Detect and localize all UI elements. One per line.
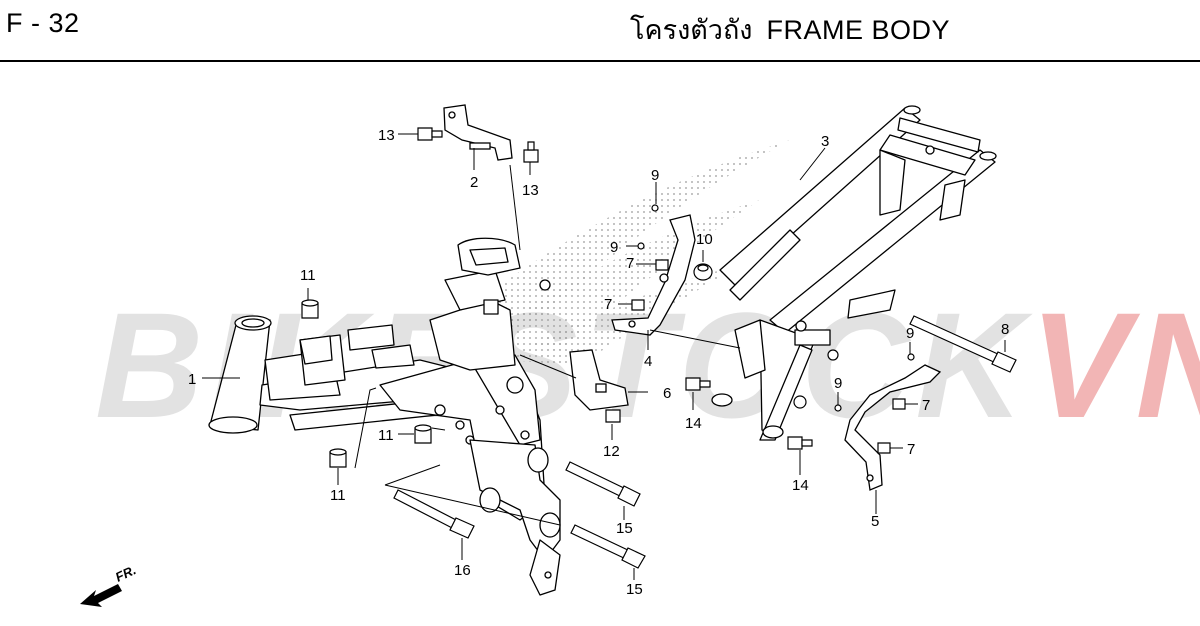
callout-part-12: 12	[603, 443, 620, 460]
callout-part-13a: 13	[378, 127, 395, 144]
callout-part-9b: 9	[610, 239, 618, 256]
callout-part-7d: 7	[907, 441, 915, 458]
callout-part-2: 2	[470, 174, 478, 191]
callout-part-9a: 9	[651, 167, 659, 184]
callout-part-14b: 14	[792, 477, 809, 494]
front-direction-indicator: FR.	[80, 562, 138, 607]
main-frame-drawing	[208, 237, 561, 596]
small-fasteners-drawing	[301, 127, 915, 468]
title-english: FRAME BODY	[766, 15, 951, 45]
callout-part-7b: 7	[604, 296, 612, 313]
callout-part-8: 8	[1001, 321, 1009, 338]
page-code: F - 32	[6, 8, 80, 38]
callout-part-9c: 9	[906, 325, 914, 342]
bracket-drawing	[443, 104, 513, 161]
callout-part-15a: 15	[616, 520, 633, 537]
cover-plate-drawing	[569, 349, 629, 411]
diagram-svg: 1 2 3 4 5 6 7 7 7 7 8 9 9 9 9 10 11 11 1…	[80, 104, 1017, 607]
callout-part-5: 5	[871, 513, 879, 530]
callout-part-6: 6	[663, 385, 671, 402]
callout-part-13b: 13	[522, 182, 539, 199]
callout-part-7c: 7	[922, 397, 930, 414]
callout-part-11c: 11	[330, 487, 346, 504]
long-bolts-drawing	[393, 315, 1017, 569]
callout-part-15b: 15	[626, 581, 643, 598]
callout-part-7a: 7	[626, 255, 634, 272]
callout-part-11b: 11	[378, 427, 394, 444]
side-bracket-drawing	[611, 214, 696, 336]
lower-bracket-drawing	[844, 364, 942, 491]
page-header: F - 32 โครงตัวถัง FRAME BODY	[0, 0, 1200, 60]
parts-diagram: BIKESTOCKVN	[0, 62, 1200, 626]
part-callouts: 1 2 3 4 5 6 7 7 7 7 8 9 9 9 9 10 11 11 1…	[188, 127, 1009, 598]
arrow-front-icon	[80, 584, 122, 607]
callout-part-14a: 14	[685, 415, 702, 432]
title-thai: โครงตัวถัง	[630, 15, 753, 45]
front-label: FR.	[113, 562, 138, 584]
callout-part-1: 1	[188, 371, 196, 388]
callout-part-10: 10	[696, 231, 713, 248]
header-divider	[0, 60, 1200, 62]
callout-part-11a: 11	[300, 267, 316, 284]
callout-part-3: 3	[821, 133, 829, 150]
page-title: โครงตัวถัง FRAME BODY	[630, 8, 950, 51]
callout-part-9d: 9	[834, 375, 842, 392]
callout-part-4: 4	[644, 353, 652, 370]
callout-part-16: 16	[454, 562, 471, 579]
leader-lines	[202, 133, 1006, 580]
rear-frame-drawing	[711, 105, 997, 441]
